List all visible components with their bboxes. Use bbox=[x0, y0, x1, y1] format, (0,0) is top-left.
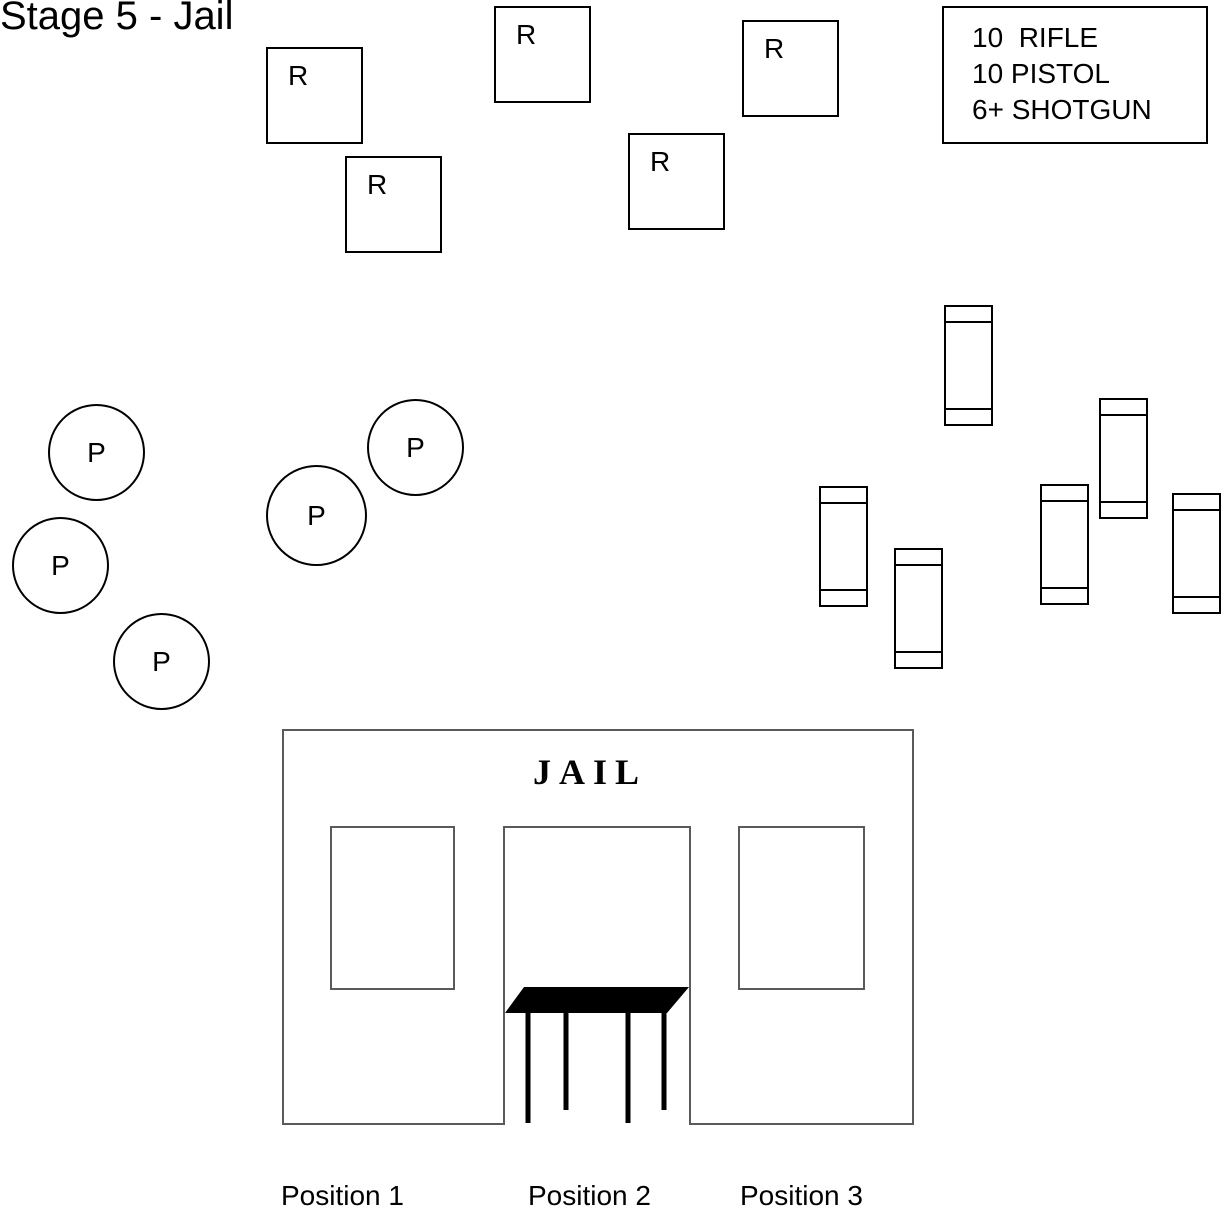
shotgun-target bbox=[1040, 484, 1089, 605]
shotgun-target bbox=[1099, 398, 1148, 519]
pistol-target: P bbox=[113, 613, 210, 710]
shotgun-target-top-band bbox=[1174, 509, 1219, 511]
rifle-target: R bbox=[742, 20, 839, 117]
rifle-target: R bbox=[266, 47, 363, 144]
jail-sign: JAIL bbox=[532, 752, 648, 792]
shotgun-target-top-band bbox=[1042, 500, 1087, 502]
shotgun-target-bottom-band bbox=[1101, 501, 1146, 503]
rifle-target-label: R bbox=[650, 146, 671, 177]
shotgun-count: 6+ SHOTGUN bbox=[972, 94, 1152, 125]
shotgun-target-bottom-band bbox=[1042, 587, 1087, 589]
jail-door bbox=[503, 826, 691, 1125]
shotgun-target bbox=[944, 305, 993, 426]
table-top bbox=[505, 987, 689, 1013]
pistol-target: P bbox=[12, 517, 109, 614]
rifle-count: 10 RIFLE bbox=[972, 22, 1099, 53]
rifle-target: R bbox=[345, 156, 442, 253]
jail-window-left bbox=[330, 826, 455, 990]
pistol-target: P bbox=[48, 404, 145, 501]
rifle-target: R bbox=[628, 133, 725, 230]
position-2-label: Position 2 bbox=[528, 1180, 651, 1211]
pistol-target: P bbox=[367, 399, 464, 496]
shotgun-target-bottom-band bbox=[1174, 596, 1219, 598]
position-3-label: Position 3 bbox=[740, 1180, 863, 1211]
round-count-box: 10 RIFLE 10 PISTOL 6+ SHOTGUN bbox=[942, 6, 1208, 144]
position-1-label: Position 1 bbox=[281, 1180, 404, 1211]
rifle-target-label: R bbox=[764, 33, 785, 64]
shotgun-target-bottom-band bbox=[896, 651, 941, 653]
rifle-target-label: R bbox=[288, 60, 309, 91]
rifle-target: R bbox=[494, 6, 591, 103]
rifle-target-label: R bbox=[516, 19, 537, 50]
shotgun-target-top-band bbox=[821, 502, 866, 504]
shotgun-target-bottom-band bbox=[821, 589, 866, 591]
jail-table bbox=[505, 987, 689, 1123]
shotgun-target bbox=[819, 486, 868, 607]
shotgun-target-top-band bbox=[1101, 414, 1146, 416]
shotgun-target-top-band bbox=[896, 564, 941, 566]
shotgun-target bbox=[1172, 493, 1221, 614]
shotgun-target-top-band bbox=[946, 321, 991, 323]
pistol-count: 10 PISTOL bbox=[972, 58, 1111, 89]
jail-window-right bbox=[738, 826, 865, 990]
shotgun-target bbox=[894, 548, 943, 669]
stage-title: Stage 5 - Jail bbox=[0, 0, 234, 38]
rifle-target-label: R bbox=[367, 169, 388, 200]
shotgun-target-bottom-band bbox=[946, 408, 991, 410]
pistol-target: P bbox=[266, 465, 367, 566]
